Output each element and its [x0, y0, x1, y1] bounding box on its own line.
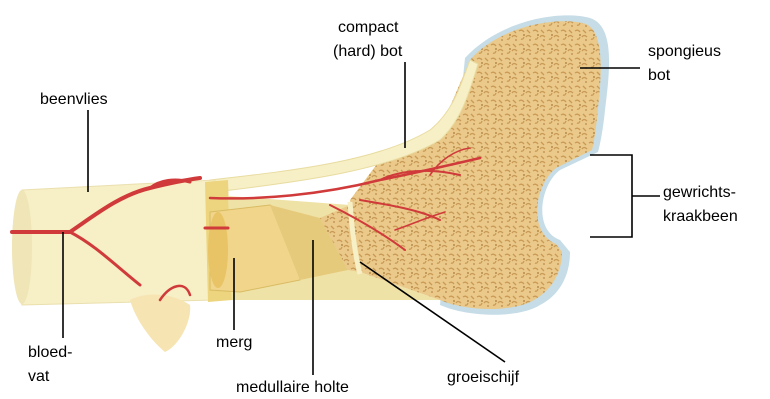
label-growth-plate: groeischijf: [447, 368, 519, 388]
label-blood-vessel-line1: bloed-: [28, 343, 72, 363]
label-medullary-cavity: medullaire holte: [236, 378, 349, 398]
label-compact-line1: compact: [338, 18, 398, 38]
label-spongy-line1: spongieus: [648, 42, 721, 62]
label-compact-line2: (hard) bot: [333, 42, 402, 62]
shaft-flap: [130, 295, 190, 352]
label-blood-vessel-line2: vat: [28, 367, 49, 387]
label-cartilage-line2: kraakbeen: [663, 207, 738, 227]
label-cartilage-line1: gewrichts-: [663, 183, 736, 203]
label-marrow: merg: [216, 333, 252, 353]
label-spongy-line2: bot: [648, 66, 670, 86]
label-periosteum: beenvlies: [40, 90, 108, 110]
